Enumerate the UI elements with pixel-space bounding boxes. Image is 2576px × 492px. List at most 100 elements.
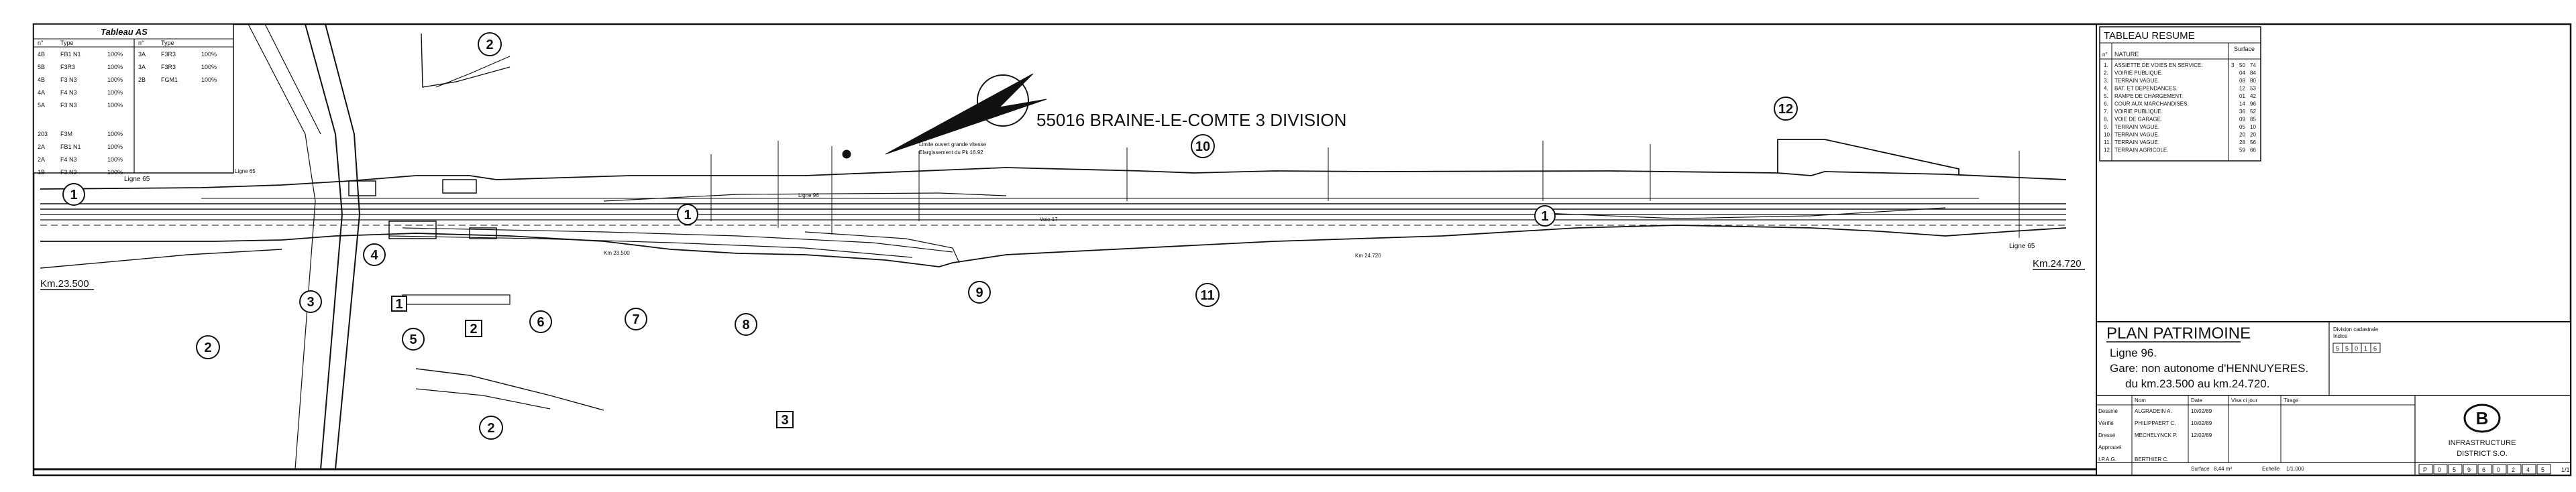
tableau-resume: TABLEAU RESUME n° NATURE Surface 1.ASSIE… — [2099, 26, 2261, 162]
callout-4: 4 — [363, 243, 386, 266]
sncb-logo-icon — [2463, 404, 2501, 433]
building-5 — [402, 294, 511, 305]
resume-ca: 56 — [2250, 139, 2256, 145]
plan-line: Ligne 96. — [2110, 347, 2157, 359]
tableau-as-cell: 100% — [107, 51, 123, 58]
north-arrow-icon — [885, 73, 1047, 155]
resume-n: 9. — [2104, 124, 2108, 130]
number-box — [2477, 464, 2492, 475]
resume-a: 50 — [2239, 62, 2245, 68]
tableau-as-cell: 4B — [38, 51, 45, 58]
note: Km 24.720 — [1355, 253, 1381, 259]
tableau-as-cell: F3M — [60, 131, 72, 137]
square-callout-3: 3 — [776, 411, 794, 428]
svg-text:1: 1 — [1541, 209, 1548, 224]
note: Km 23.500 — [604, 250, 630, 256]
resume-n: 7. — [2104, 109, 2108, 115]
tableau-as-cell: 100% — [201, 76, 217, 83]
number-box-value: 2 — [2512, 467, 2515, 473]
building-2 — [388, 221, 437, 239]
role-date: 10/02/89 — [2191, 408, 2212, 414]
resume-nature: VOIRIE PUBLIQUE. — [2114, 109, 2163, 115]
tableau-as-cell: 2B — [138, 76, 146, 83]
small-notes: Ligne 65 Ligne 96 Km 23.500 Km 24.720 Li… — [235, 141, 1381, 259]
number-box-value: 5 — [2541, 467, 2544, 473]
resume-a: 12 — [2239, 86, 2245, 92]
tableau-as-cell: 100% — [107, 102, 123, 109]
tableau-as-cell: 203 — [38, 131, 48, 137]
detail-top-left — [421, 33, 511, 88]
doc-box-value: 6 — [2373, 345, 2377, 352]
number-box — [2536, 464, 2551, 475]
role-name: BERTHIER C. — [2135, 456, 2169, 463]
sheet-number: 1/1 — [2561, 467, 2570, 473]
surface-label: Surface — [2191, 466, 2210, 472]
callout-1b: 1 — [677, 204, 698, 225]
tableau-as-header: n° — [38, 40, 44, 46]
number-box-value: 0 — [2438, 467, 2441, 473]
col-date: Date — [2191, 397, 2202, 404]
doc-value: Indice — [2333, 333, 2348, 339]
role-label: Dessiné — [2098, 408, 2118, 414]
line-label-left: Ligne 65 — [124, 176, 150, 183]
number-box-value: 0 — [2497, 467, 2500, 473]
tableau-as-cell: 3A — [138, 64, 146, 70]
callout-3: 3 — [299, 290, 322, 313]
resume-a: 09 — [2239, 117, 2245, 123]
svg-text:2: 2 — [204, 341, 211, 355]
road-crossing-outline — [248, 23, 321, 470]
svg-text:6: 6 — [537, 315, 544, 330]
title-block: PLAN PATRIMOINE Ligne 96. Gare: non auto… — [2096, 321, 2571, 476]
tableau-as-cell: FGM1 — [161, 76, 178, 83]
tableau-as-header: Type — [161, 40, 174, 46]
doc-box-value: 1 — [2364, 345, 2367, 352]
resume-a: 36 — [2239, 109, 2245, 115]
building-3 — [442, 179, 477, 194]
resume-ca: 80 — [2250, 78, 2256, 84]
note: Voie 17 — [1040, 217, 1058, 223]
number-box — [2492, 464, 2507, 475]
callout-10: 10 — [1191, 134, 1215, 158]
callout-8: 8 — [735, 313, 757, 336]
resume-n: 10. — [2104, 132, 2111, 138]
siding-b — [388, 235, 913, 258]
resume-nature: RAMPE DE CHARGEMENT. — [2114, 93, 2183, 99]
number-box — [2433, 464, 2448, 475]
resume-nature: ASSIETTE DE VOIES EN SERVICE. — [2114, 62, 2202, 68]
tableau-as-cell: 4B — [38, 76, 45, 83]
scale-value: 1/1.000 — [2286, 466, 2304, 472]
resume-nature: TERRAIN VAGUE. — [2114, 124, 2159, 130]
org-line-1: INFRASTRUCTURE — [2449, 439, 2516, 447]
resume-a: 28 — [2239, 139, 2245, 145]
road-crossing — [305, 23, 361, 470]
scale-label: Echelle — [2262, 466, 2280, 472]
station-title: 55016 BRAINE-LE-COMTE 3 DIVISION — [1036, 110, 1346, 130]
detail-top-left-b — [435, 56, 511, 88]
doc-box — [2370, 343, 2381, 353]
resume-n: 4. — [2104, 86, 2108, 92]
role-label: I.P.A.G. — [2098, 456, 2116, 463]
number-box-value: 4 — [2526, 467, 2530, 473]
tableau-as-cell: 100% — [107, 76, 123, 83]
svg-text:3: 3 — [781, 413, 788, 428]
resume-n: 8. — [2104, 117, 2108, 123]
tableau-as-cell: 100% — [201, 51, 217, 58]
surface-value: 8,44 m² — [2214, 466, 2232, 472]
resume-nature: TERRAIN VAGUE. — [2114, 139, 2159, 145]
square-callout-2: 2 — [465, 320, 482, 337]
role-label: Dressé — [2098, 432, 2116, 438]
callout-2c: 2 — [196, 335, 220, 359]
svg-text:7: 7 — [632, 312, 639, 327]
tableau-as-cell: 5B — [38, 64, 45, 70]
plan-km: du km.23.500 au km.24.720. — [2125, 377, 2269, 390]
resume-ha: 3 — [2231, 62, 2235, 68]
callout-1: 1 — [62, 183, 85, 206]
line-label-right: Ligne 65 — [2009, 243, 2035, 250]
number-box — [2418, 464, 2433, 475]
note: Limite ouvert grande vitesse — [919, 141, 987, 147]
number-box-value: P — [2423, 467, 2427, 473]
svg-text:8: 8 — [742, 318, 749, 332]
